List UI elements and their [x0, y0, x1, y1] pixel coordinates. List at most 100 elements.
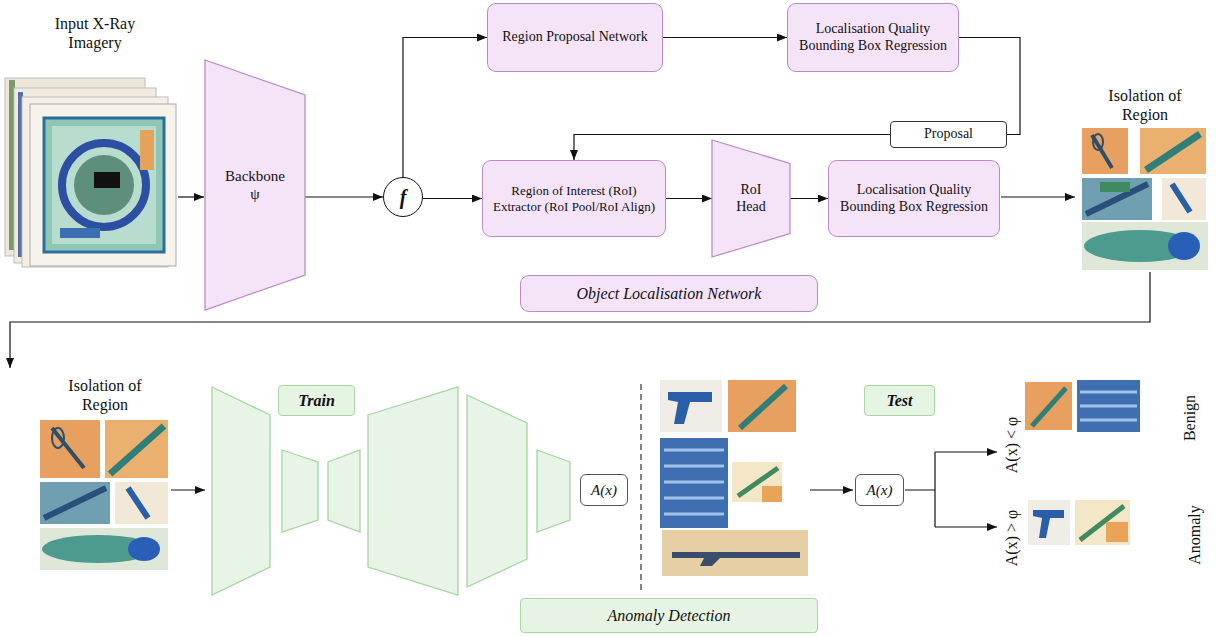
illustration-part: [664, 450, 724, 514]
backbone-trapezoid: Backbone ψ: [205, 60, 305, 310]
node-label: A(x): [591, 481, 617, 499]
illustration-part: [212, 387, 270, 595]
illustration-part: [1080, 392, 1137, 420]
illustration-part: [1082, 222, 1208, 270]
region-label: Isolation of Region: [50, 376, 160, 414]
flow-connector: [666, 198, 712, 199]
illustration-part: [10, 272, 1150, 368]
illustration-part: [128, 488, 148, 518]
illustration-part: [110, 426, 164, 474]
illustration-part: [368, 387, 458, 595]
illustration-part: [762, 486, 782, 502]
illustration-part: [1140, 128, 1206, 174]
flow-connector: [790, 198, 828, 199]
illustration-part: [282, 450, 318, 532]
illustration-part: [1100, 182, 1130, 192]
flow-connector: [423, 198, 482, 199]
illustration-part: [171, 489, 205, 490]
flow-connector: [305, 196, 383, 197]
region-label: Input X-Ray Imagery: [40, 14, 150, 52]
test-regions: [660, 380, 808, 576]
illustration-part: [905, 452, 935, 527]
illustration-part: [1162, 178, 1206, 220]
process-box: Region Proposal Network: [487, 3, 663, 72]
illustration-part: [662, 530, 808, 576]
train-test-divider: [640, 384, 641, 592]
illustration-part: [30, 104, 176, 266]
illustration-part: [22, 97, 168, 267]
node-label: RoI Head: [726, 182, 776, 216]
node-label: Localisation Quality Bounding Box Regres…: [838, 182, 990, 216]
illustration-part: [52, 428, 64, 448]
node-label: Test: [886, 391, 912, 410]
illustration-part: [140, 130, 154, 170]
trapezoid-outline: [205, 60, 305, 310]
node-label: Region of Interest (RoI) Extractor (RoI …: [492, 183, 656, 214]
illustration-part: [40, 482, 110, 524]
illustration-part: [1075, 500, 1130, 545]
process-box: Localisation Quality Bounding Box Regres…: [787, 3, 959, 72]
illustration-part: [1032, 388, 1066, 426]
illustration-part: [62, 143, 146, 227]
node-label: Region Proposal Network: [502, 29, 647, 46]
illustration-part: [128, 537, 160, 561]
illustration-part: [740, 386, 786, 428]
illustration-part: [94, 172, 120, 188]
flow-connector: [403, 38, 487, 178]
flow-connector: [663, 37, 787, 38]
flow-connector: [959, 38, 1020, 135]
process-box: Region of Interest (RoI) Extractor (RoI …: [482, 160, 666, 237]
illustration-part: [728, 380, 796, 432]
proposal-box: Proposal: [890, 121, 1007, 148]
illustration-part: [1001, 196, 1075, 197]
illustration-part: [52, 126, 156, 244]
illustration-part: [52, 428, 84, 468]
trapezoid-outline: [712, 140, 790, 257]
illustration-part: [1082, 178, 1152, 220]
illustration-part: [660, 380, 722, 432]
rotated-label: A(x) < φ: [1002, 417, 1021, 473]
section-title-box: Anomaly Detection: [520, 598, 818, 633]
illustration-part: [328, 450, 360, 532]
illustration-part: [1033, 510, 1064, 538]
node-label: Train: [298, 391, 335, 410]
rotated-label: Benign: [1180, 395, 1199, 441]
phase-tag: Train: [278, 385, 355, 416]
node-label: Object Localisation Network: [577, 284, 762, 303]
illustration-part: [1093, 134, 1103, 150]
score-box: A(x): [580, 474, 628, 506]
isolated-regions-top: [1082, 128, 1208, 270]
node-label: A(x): [867, 481, 893, 499]
illustration-part: [672, 552, 800, 566]
illustration-part: [668, 392, 712, 424]
illustration-part: [660, 438, 728, 528]
illustration-part: [178, 196, 204, 197]
illustration-part: [467, 395, 527, 587]
isolated-regions-bottom: [40, 420, 168, 570]
illustration-part: [1172, 184, 1190, 212]
illustration-part: [732, 462, 782, 502]
illustration-part: [1092, 135, 1112, 168]
fusion-circle: f: [383, 177, 423, 217]
illustration-part: [74, 155, 134, 215]
process-box: Localisation Quality Bounding Box Regres…: [828, 160, 1000, 237]
illustration-part: [537, 450, 570, 532]
illustration-part: [1077, 380, 1140, 432]
illustration-part: [1025, 382, 1072, 430]
section-title-box: Object Localisation Network: [520, 275, 818, 312]
benign-regions: [1025, 380, 1140, 432]
score-box: A(x): [855, 474, 904, 506]
rotated-label: A(x) > φ: [1002, 510, 1021, 566]
illustration-part: [935, 526, 997, 527]
illustration-part: [1168, 232, 1200, 260]
illustration-part: [44, 488, 106, 518]
illustration-part: [1106, 522, 1128, 542]
illustration-part: [60, 228, 100, 238]
illustration-part: [105, 420, 168, 478]
node-label: Backbone ψ: [220, 167, 290, 203]
illustration-part: [44, 118, 164, 252]
illustration-part: [40, 528, 168, 570]
